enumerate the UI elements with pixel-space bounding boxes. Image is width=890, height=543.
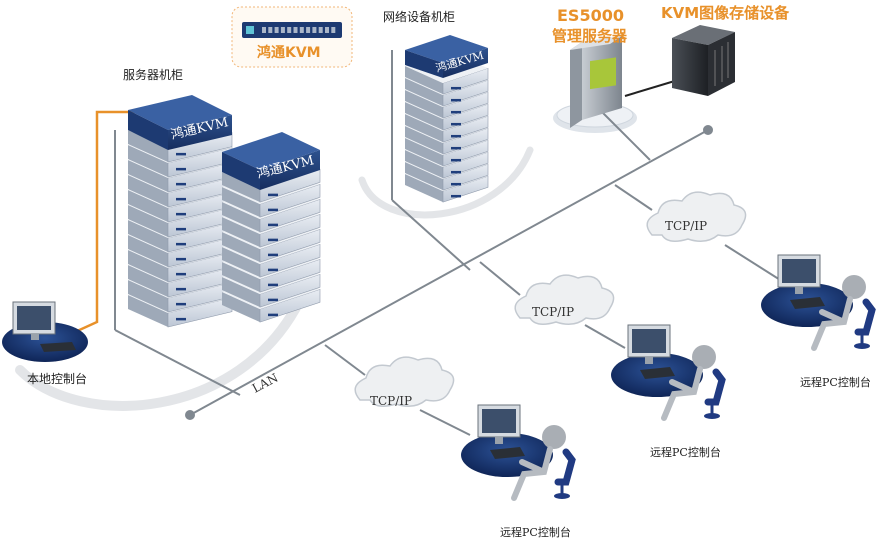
keyboard-icon bbox=[790, 297, 825, 309]
swoosh-arc-left bbox=[15, 295, 305, 411]
cloud-label-3: TCP/IP bbox=[665, 219, 707, 233]
kvm-device-callout: 鸿通KVM bbox=[231, 6, 353, 68]
remote-console-label-3: 远程PC控制台 bbox=[800, 376, 871, 389]
kvm-device-led bbox=[246, 26, 254, 34]
lan-label: LAN bbox=[250, 371, 281, 396]
tcpip-cloud-1: TCP/IP bbox=[354, 356, 455, 408]
swoosh-arc-network bbox=[358, 146, 534, 219]
monitor-icon bbox=[627, 324, 671, 364]
connection-lines bbox=[114, 50, 786, 436]
kvm-storage-device bbox=[672, 25, 735, 96]
server-rack-b: 鸿通KVM bbox=[222, 132, 321, 323]
user-figure-icon bbox=[811, 275, 876, 351]
kvm-callout-label: 鸿通KVM bbox=[257, 44, 321, 61]
remote-console-2 bbox=[611, 324, 726, 421]
local-console bbox=[2, 301, 88, 362]
es5000-subtitle: 管理服务器 bbox=[552, 27, 628, 45]
tcpip-cloud-3: TCP/IP bbox=[646, 191, 747, 242]
cloud-label-2: TCP/IP bbox=[532, 305, 574, 319]
es5000-title: ES5000 bbox=[557, 6, 624, 25]
network-rack: 鸿通KVM bbox=[405, 35, 489, 203]
remote-console-label-2: 远程PC控制台 bbox=[650, 446, 721, 459]
es5000-server bbox=[570, 36, 622, 128]
keyboard-icon bbox=[640, 367, 675, 379]
network-rack-label: 网络设备机柜 bbox=[383, 10, 456, 24]
monitor-icon bbox=[477, 404, 521, 444]
storage-cable bbox=[624, 79, 679, 97]
kvm-device-front bbox=[242, 22, 342, 38]
keyboard-icon bbox=[40, 342, 76, 352]
server-rack-a: 鸿通KVM bbox=[128, 95, 233, 328]
lan-endpoint-left bbox=[185, 410, 195, 420]
lan-endpoint-right bbox=[703, 125, 713, 135]
user-figure-icon bbox=[661, 345, 726, 421]
remote-console-1 bbox=[461, 404, 576, 501]
keyboard-icon bbox=[490, 447, 525, 459]
remote-console-3 bbox=[761, 254, 876, 351]
remote-console-label-1: 远程PC控制台 bbox=[500, 526, 571, 539]
user-figure-icon bbox=[511, 425, 576, 501]
local-console-cable bbox=[74, 110, 135, 334]
server-rack-label: 服务器机柜 bbox=[123, 68, 184, 82]
cloud-label-1: TCP/IP bbox=[370, 394, 412, 408]
es5000-display bbox=[590, 57, 616, 90]
monitor-icon bbox=[777, 254, 821, 294]
tcpip-cloud-2: TCP/IP bbox=[514, 274, 615, 325]
kvm-storage-label: KVM图像存储设备 bbox=[661, 4, 790, 22]
local-console-label: 本地控制台 bbox=[27, 372, 88, 386]
